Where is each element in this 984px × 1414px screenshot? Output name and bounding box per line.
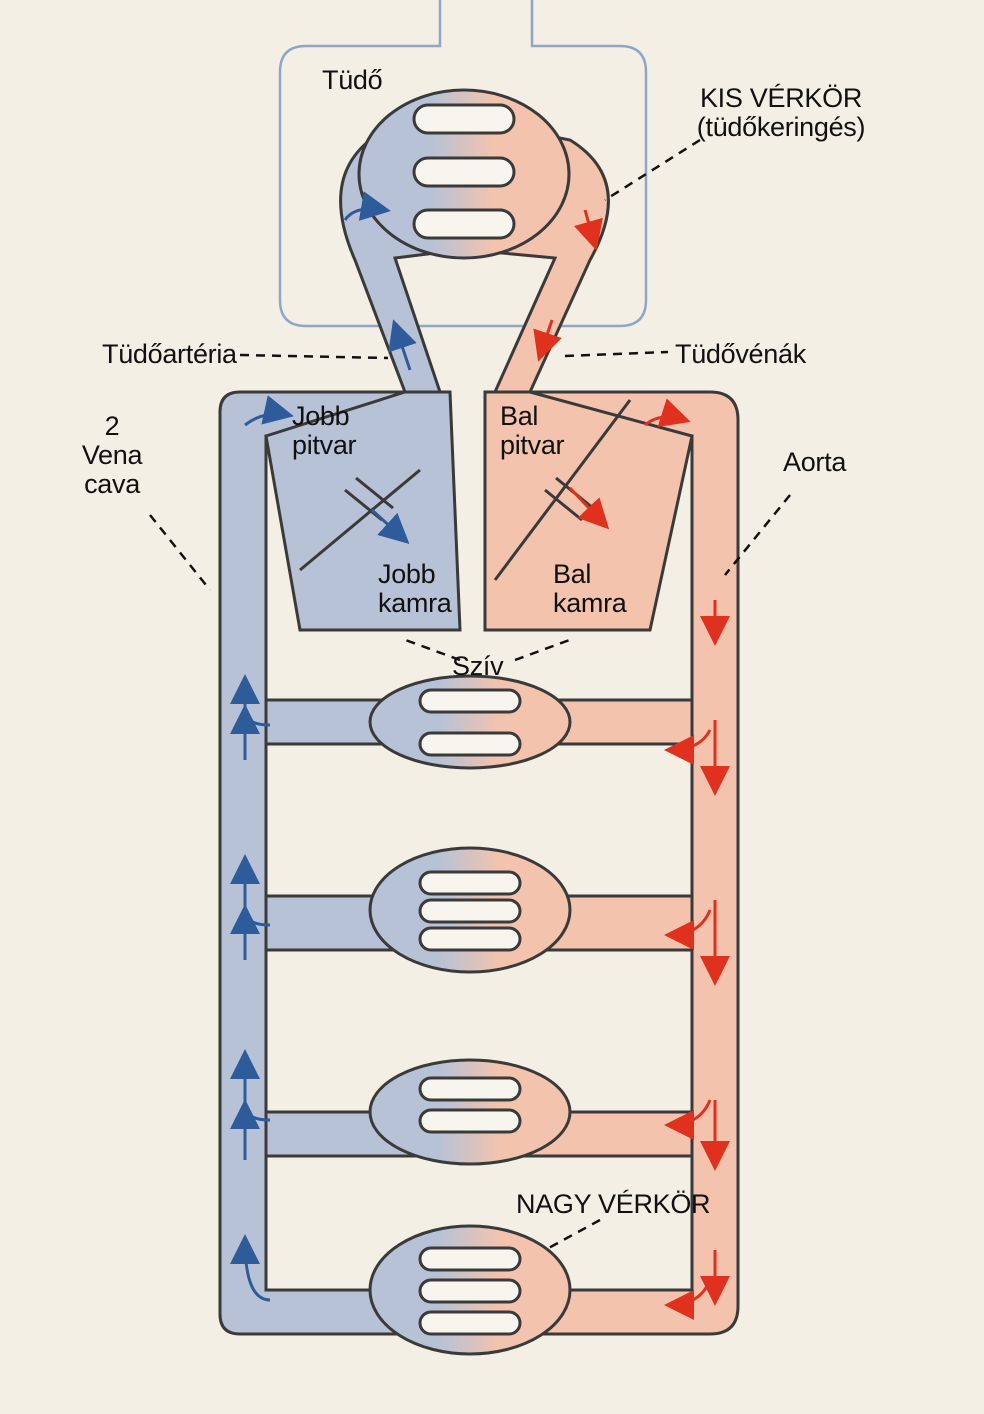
label-left-atrium: Bal pitvar: [500, 401, 565, 461]
blue-flow-arrows: [230, 191, 417, 1302]
red-flow-arrows: [533, 209, 730, 1320]
label-systemic-circulation: NAGY VÉRKÖR: [516, 1189, 711, 1219]
lung-capillary-tubes: [412, 103, 516, 240]
capillary-bed-2: [264, 846, 694, 974]
label-vena-cava: 2 Vena cava: [81, 411, 143, 500]
leader-lines: [149, 138, 791, 1252]
capillary-bed-1: [264, 674, 694, 770]
label-pulmonary-artery: Tüdőartéria: [102, 339, 237, 369]
lung-box: [278, 0, 648, 328]
right-heart-chamber: [264, 390, 462, 632]
label-right-ventricle: Jobb kamra: [378, 559, 452, 619]
label-lung: Tüdő: [322, 65, 383, 95]
label-aorta: Aorta: [783, 447, 847, 477]
capillary-bed-3: [264, 1058, 694, 1166]
label-pulmonary-veins: Tüdővénák: [675, 339, 806, 369]
capillary-bed-4: [368, 1224, 572, 1356]
label-right-atrium: Jobb pitvar: [292, 401, 357, 461]
label-heart: Szív: [452, 651, 504, 681]
label-pulmonary-circulation: KIS VÉRKÖR (tüdőkeringés): [696, 83, 866, 143]
systemic-capillary-beds: [264, 674, 694, 1356]
label-left-ventricle: Bal kamra: [553, 559, 627, 619]
